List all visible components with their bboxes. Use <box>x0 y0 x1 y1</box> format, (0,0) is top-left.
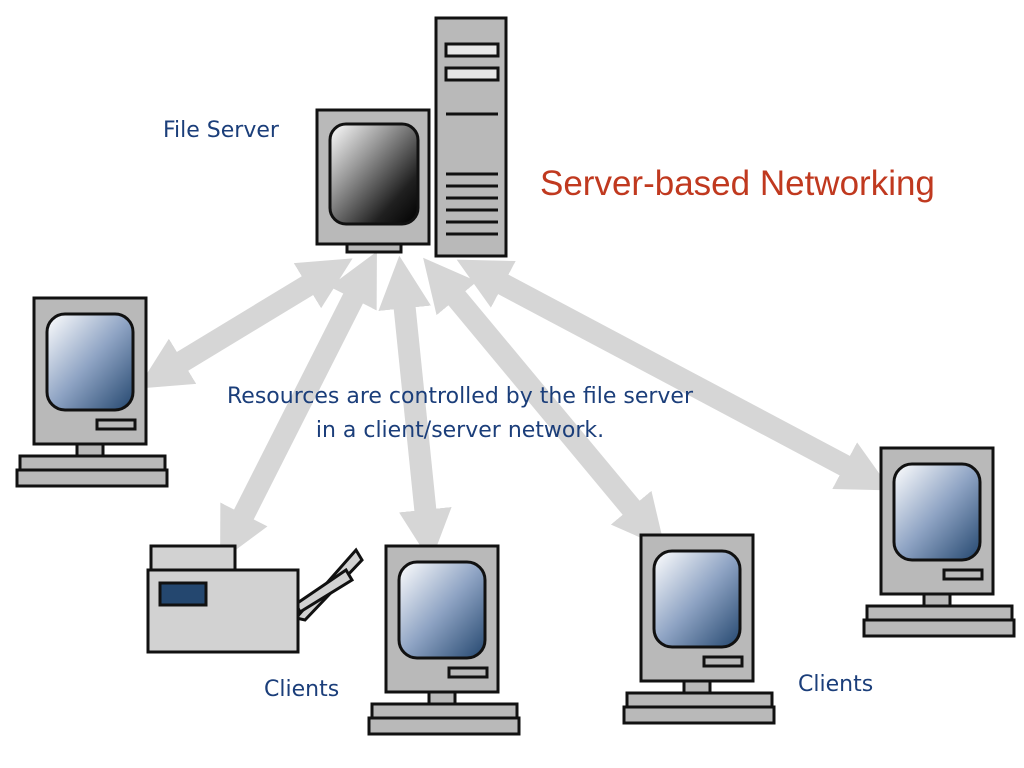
file-server-label: File Server <box>163 118 279 143</box>
arrow-to-left-client <box>137 258 353 389</box>
clients-label-right: Clients <box>798 672 874 697</box>
arrow-to-far-right-client <box>456 259 892 491</box>
diagram-caption: Resources are controlled by the file ser… <box>180 380 740 448</box>
caption-line-1: Resources are controlled by the file ser… <box>227 384 693 409</box>
file-server-icon <box>315 16 508 258</box>
diagram-title: Server-based Networking <box>540 164 935 203</box>
client-computer-icon <box>622 533 776 725</box>
arrow-to-printer <box>220 251 377 562</box>
client-computer-icon <box>367 544 521 736</box>
printer-icon <box>146 544 364 654</box>
client-computer-icon <box>15 296 169 488</box>
client-computer-icon <box>862 446 1016 638</box>
clients-label-left: Clients <box>264 677 340 702</box>
connection-arrows <box>137 251 892 563</box>
caption-line-2: in a client/server network. <box>315 418 605 443</box>
